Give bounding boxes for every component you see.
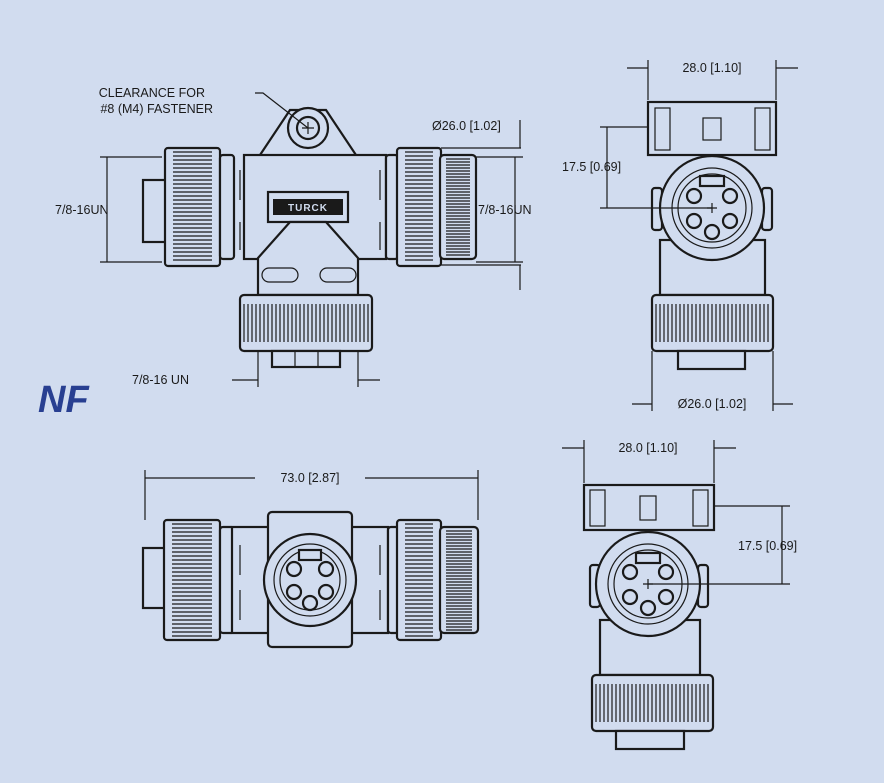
right-diameter-dim: Ø26.0 [1.02] bbox=[432, 119, 501, 133]
knurl-lines bbox=[243, 304, 369, 342]
knurl-lines bbox=[446, 158, 470, 256]
mount-block bbox=[582, 483, 716, 532]
side-view-bottom: 28.0 [1.10] 17.5 [0.69] bbox=[562, 440, 797, 751]
receptacle-face bbox=[262, 532, 358, 628]
knurl-lines bbox=[405, 523, 433, 637]
bottom-tip bbox=[270, 349, 342, 369]
left-tip bbox=[141, 178, 169, 244]
mount-block bbox=[646, 100, 778, 157]
width-dim: 28.0 [1.10] bbox=[618, 441, 677, 455]
knurl-lines bbox=[595, 684, 709, 722]
knurl-lines bbox=[655, 304, 769, 342]
tip bbox=[676, 349, 747, 371]
clearance-note: #8 (M4) FASTENER bbox=[100, 102, 213, 116]
height-dim: 17.5 [0.69] bbox=[562, 160, 621, 174]
length-dim: 73.0 [2.87] bbox=[280, 471, 339, 485]
front-view: 73.0 [2.87] bbox=[141, 470, 480, 649]
knurl-lines bbox=[446, 530, 472, 631]
knurl-lines bbox=[173, 151, 212, 261]
height-dim: 17.5 [0.69] bbox=[738, 539, 797, 553]
model-label: NF bbox=[38, 379, 90, 421]
diameter-dim: Ø26.0 [1.02] bbox=[678, 397, 747, 411]
tip bbox=[614, 729, 686, 751]
knurl-lines bbox=[172, 523, 212, 637]
right-thread-dim: 7/8-16UN bbox=[478, 203, 532, 217]
left-tip bbox=[141, 546, 167, 610]
left-thread-dim: 7/8-16UN bbox=[55, 203, 109, 217]
knurl-lines bbox=[405, 151, 433, 261]
top-view: TURCK CLEARANCE FOR #8 (M4) FASTENER 7/8… bbox=[55, 86, 532, 387]
logo-text: TURCK bbox=[288, 203, 328, 214]
bottom-thread-dim: 7/8-16 UN bbox=[132, 373, 189, 387]
clearance-note: CLEARANCE FOR bbox=[99, 86, 205, 100]
side-view-top: 28.0 [1.10] 17.5 [0.69] Ø26.0 [1.02] bbox=[562, 60, 798, 411]
width-dim: 28.0 [1.10] bbox=[682, 61, 741, 75]
